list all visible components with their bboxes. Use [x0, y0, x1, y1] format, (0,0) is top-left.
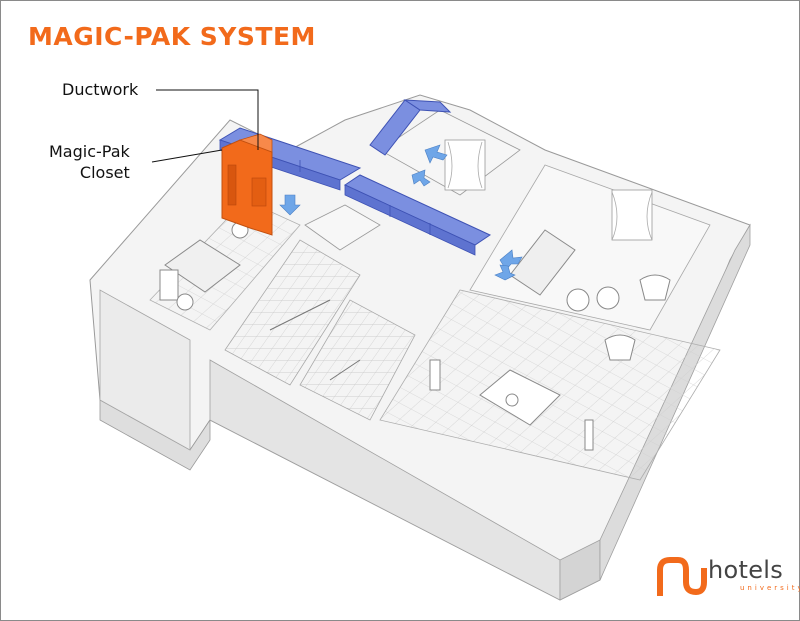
airflow-arrow-icon — [279, 144, 523, 281]
hotels-university-logo: hotels university — [656, 552, 800, 602]
magic-pak-closet — [221, 133, 273, 236]
closet-label-line2: Closet — [79, 163, 130, 182]
ductwork-label: Ductwork — [62, 80, 139, 99]
bathrooms — [224, 204, 416, 421]
closet-label: Magic-Pak Closet — [49, 141, 130, 183]
logo-word: hotels — [708, 556, 784, 584]
hall-room — [379, 109, 521, 196]
page-title: MAGIC-PAK SYSTEM — [28, 22, 316, 51]
closet-label-line1: Magic-Pak — [49, 142, 130, 161]
logo-subtext: university — [740, 584, 800, 592]
callout-leaders — [151, 89, 259, 163]
hotels-university-logo-mark — [657, 557, 707, 596]
living-room — [379, 164, 721, 481]
